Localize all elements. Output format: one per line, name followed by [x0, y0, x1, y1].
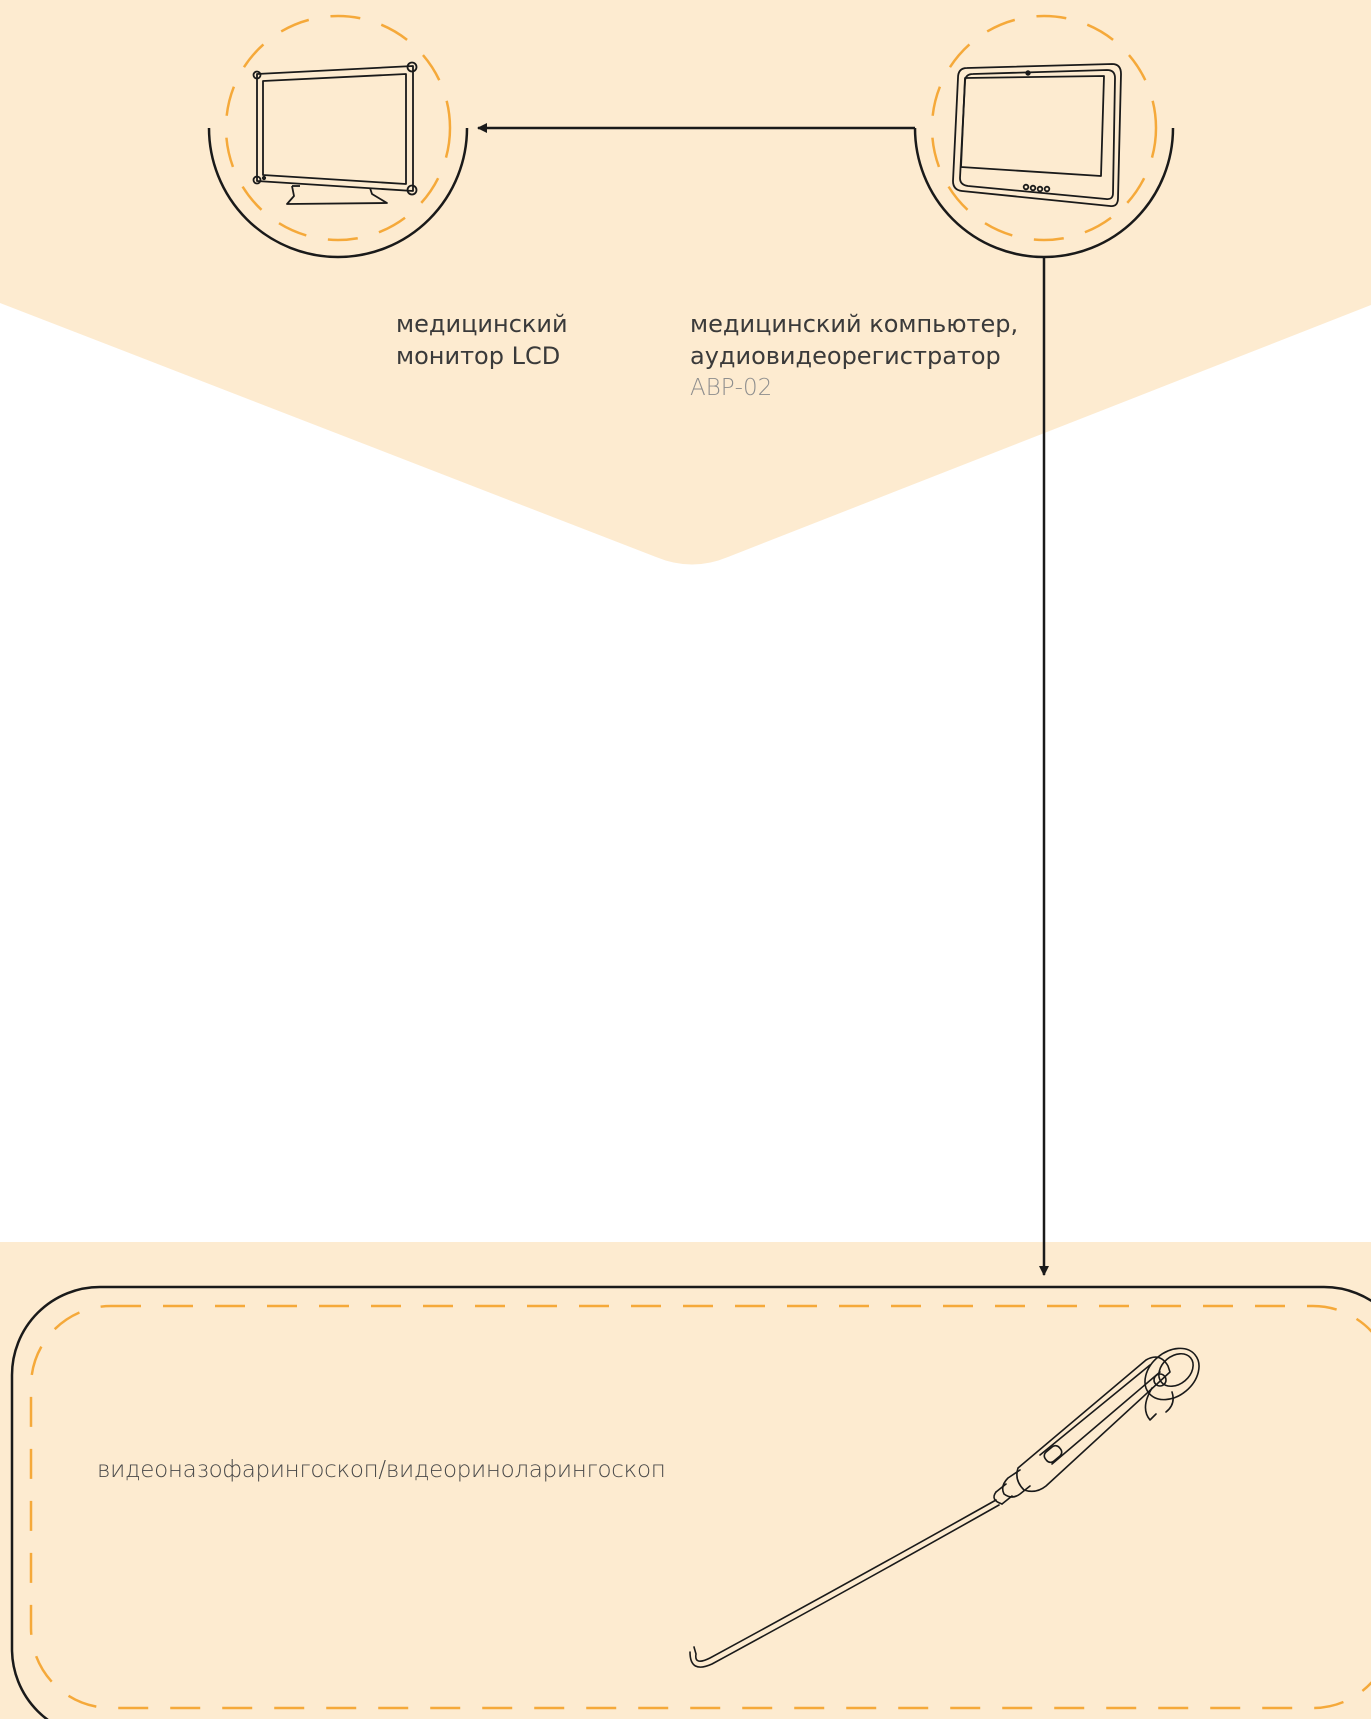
computer-node-arc: [913, 127, 1175, 259]
scope-label-text: видеоназофарингоскоп/видеориноларингоско…: [97, 1457, 666, 1483]
computer-node-dashed-ring: [930, 14, 1158, 242]
top-background-band: [0, 0, 1371, 565]
medical-tablet-computer-icon: [952, 63, 1122, 207]
bottom-background-band: [0, 1242, 1371, 1719]
computer-model-text: АВР-02: [690, 375, 773, 401]
computer-label-text: медицинский компьютер, аудиовидеорегистр…: [690, 310, 1019, 370]
monitor-label-text: медицинский монитор LCD: [396, 310, 568, 370]
flexible-endoscope-icon: [689, 1347, 1200, 1668]
monitor-node-dashed-ring: [224, 14, 452, 242]
scope-node: [10, 1285, 1371, 1719]
lcd-monitor-icon: [252, 61, 418, 205]
computer-label: медицинский компьютер, аудиовидеорегистр…: [690, 276, 1070, 436]
monitor-node: [207, 14, 469, 259]
monitor-label: медицинский монитор LCD: [396, 276, 636, 372]
scope-label: видеоназофарингоскоп/видеориноларингоско…: [97, 1422, 666, 1486]
scope-node-dashed-frame: [29, 1304, 1371, 1710]
monitor-node-arc: [207, 127, 469, 259]
scope-node-frame: [10, 1285, 1371, 1719]
computer-node: [913, 14, 1175, 259]
